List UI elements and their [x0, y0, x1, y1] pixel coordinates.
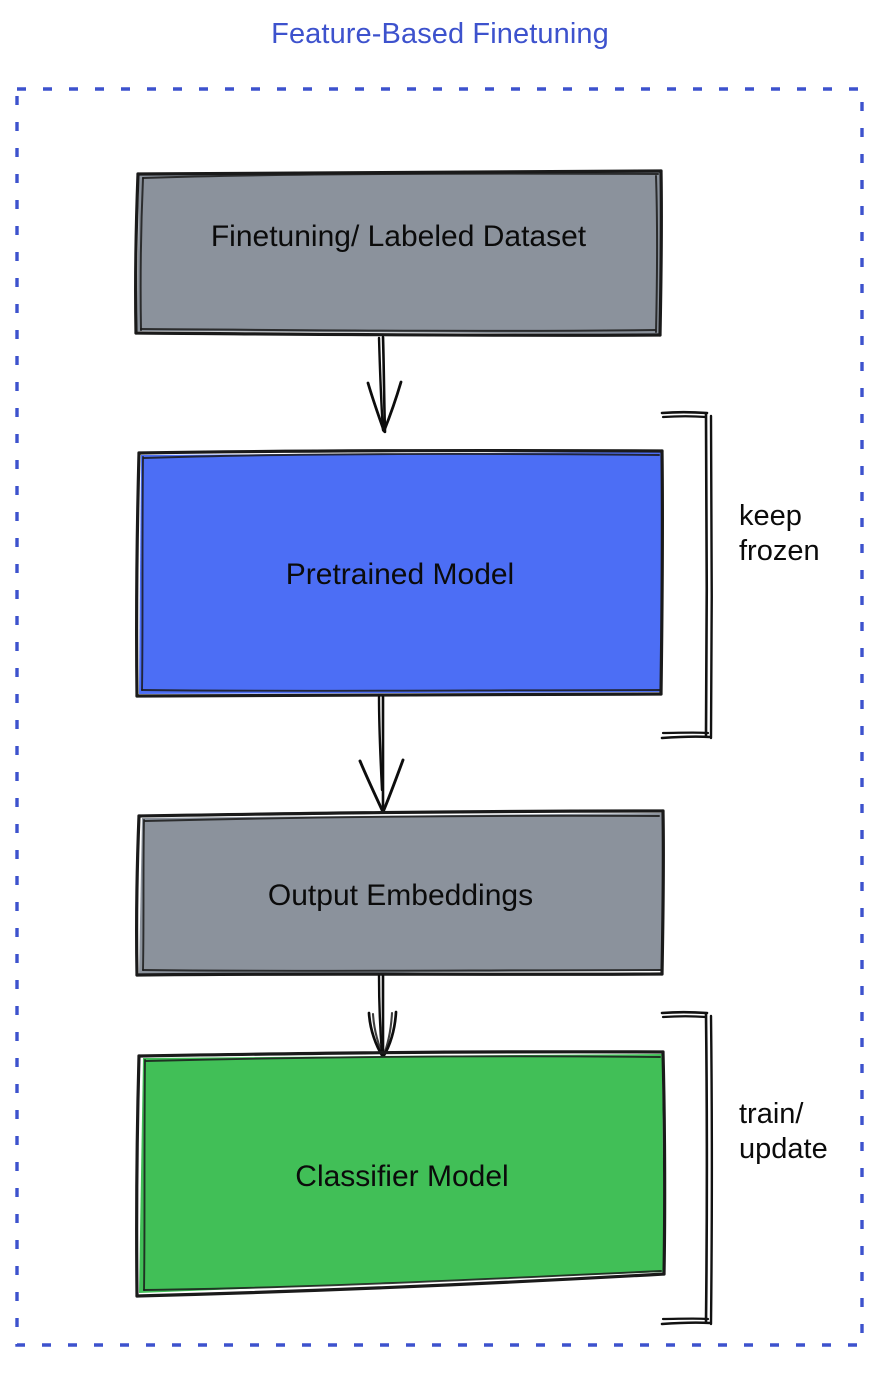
node-finetuning-dataset-edge-left — [134, 172, 140, 335]
node-finetuning-dataset-sketch-left — [139, 177, 144, 331]
node-classifier-model-edge-left — [135, 1054, 141, 1298]
edge1-shaft-a — [381, 335, 387, 434]
node-classifier-model[interactable] — [135, 1050, 667, 1298]
node-finetuning-dataset-edge-right — [658, 169, 664, 337]
node-classifier-model-sketch-bottom — [143, 1270, 662, 1291]
node-label-classifier-model: Classifier Model — [295, 1160, 509, 1193]
node-finetuning-dataset-sketch-right — [655, 175, 659, 333]
node-pretrained-model-sketch-left — [141, 456, 144, 691]
bracket-keep-frozen-top-a — [660, 410, 709, 415]
bracket-train-update-top-b — [661, 1015, 708, 1019]
node-pretrained-model-sketch-top — [143, 453, 660, 459]
node-output-embeddings-sketch-bottom — [142, 969, 662, 972]
node-pretrained-model-sketch-bottom — [141, 689, 661, 692]
node-classifier-model-fill — [139, 1054, 664, 1293]
bracket-keep-frozen-bottom-a — [660, 735, 712, 740]
dashed-frame-rect — [15, 87, 864, 1347]
node-classifier-model-edge-top — [137, 1050, 665, 1058]
node-finetuning-dataset[interactable] — [134, 169, 664, 337]
bracket-keep-frozen-spine-a — [704, 412, 709, 738]
node-pretrained-model-edge-right — [659, 449, 665, 696]
edge1-head-left — [366, 381, 386, 433]
edge-dataset-to-pretrained — [366, 335, 403, 434]
node-classifier-model-sketch-top — [145, 1055, 661, 1062]
node-output-embeddings-edge-top — [137, 809, 665, 818]
edge3-shaft-b — [377, 974, 384, 1056]
node-classifier-model-sketch-left — [143, 1059, 146, 1291]
node-output-embeddings-sketch-top — [144, 814, 660, 822]
bracket-train-update-spine-a — [704, 1012, 709, 1324]
annotation-keep-frozen: keep frozen — [739, 500, 820, 567]
bracket-keep-frozen-spine-b — [709, 414, 713, 740]
node-output-embeddings[interactable] — [135, 809, 666, 977]
annotation-train-update: train/ update — [739, 1098, 828, 1165]
node-output-embeddings-fill — [139, 813, 663, 974]
edge2-head-right — [381, 758, 405, 814]
bracket-keep-frozen — [660, 410, 713, 740]
bracket-train-update-spine-b — [709, 1014, 713, 1326]
page-title: Feature-Based Finetuning — [271, 18, 609, 50]
node-pretrained-model-edge-top — [137, 449, 664, 455]
bracket-train-update — [660, 1010, 713, 1326]
edge2-head-left — [358, 759, 385, 814]
node-label-output-embeddings: Output Embeddings — [267, 879, 534, 912]
node-label-finetuning-dataset: Finetuning/ Labeled Dataset — [210, 220, 587, 253]
node-finetuning-dataset-edge-top — [136, 169, 663, 176]
node-output-embeddings-sketch-left — [142, 819, 145, 971]
dashed-frame — [15, 87, 864, 1347]
node-pretrained-model-edge-bottom — [135, 692, 663, 698]
node-pretrained-model-edge-left — [135, 451, 141, 698]
node-pretrained-model-fill — [139, 452, 662, 694]
edge2-shaft-b — [377, 695, 384, 792]
bracket-train-update-top-a — [660, 1010, 709, 1015]
node-finetuning-dataset-sketch-top — [142, 172, 659, 179]
node-finetuning-dataset-sketch-bottom — [140, 328, 656, 332]
node-output-embeddings-edge-bottom — [135, 972, 664, 977]
node-pretrained-model[interactable] — [135, 449, 665, 698]
node-classifier-model-edge-right — [661, 1050, 667, 1276]
edge1-shaft-b — [377, 336, 385, 432]
node-label-pretrained-model: Pretrained Model — [285, 558, 515, 591]
node-output-embeddings-edge-right — [660, 809, 666, 976]
bracket-train-update-bottom-a — [660, 1321, 712, 1326]
bracket-keep-frozen-top-b — [661, 415, 708, 419]
edge-pretrained-to-embeddings — [358, 695, 405, 814]
node-finetuning-dataset-edge-bottom — [134, 331, 662, 337]
node-classifier-model-edge-bottom — [135, 1272, 666, 1298]
node-finetuning-dataset-fill — [137, 172, 661, 334]
edge-embeddings-to-classifier — [367, 974, 398, 1059]
node-output-embeddings-edge-left — [135, 814, 141, 977]
edge1-head-right — [382, 380, 403, 433]
